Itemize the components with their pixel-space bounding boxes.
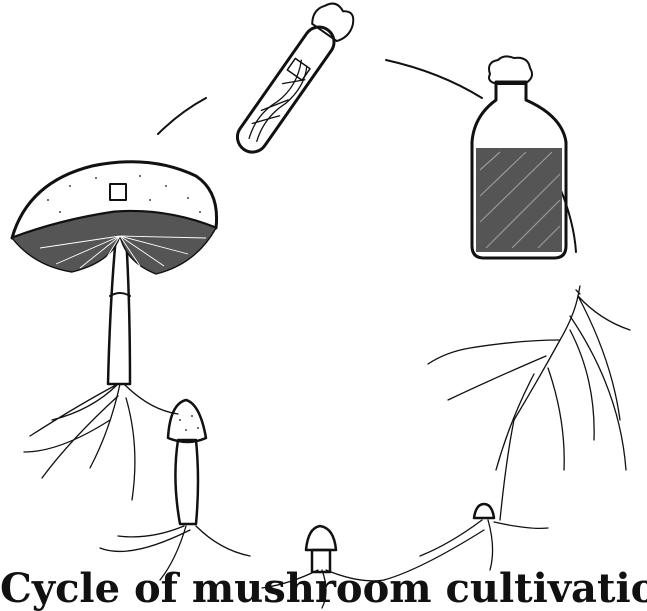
bottle-stopper [489, 56, 532, 84]
button-cap [306, 526, 336, 550]
elongating-mushroom [168, 400, 206, 524]
mature-mushroom [12, 162, 217, 384]
mycelium-network [24, 286, 630, 608]
figure-caption: Cycle of mushroom cultivation [0, 566, 647, 611]
arc-tube-to-bottle [386, 60, 482, 98]
mushroom-stipe [108, 236, 130, 384]
pinhead-primordium [474, 504, 494, 518]
tissue-sample-square [110, 184, 126, 200]
arc-bottle-to-mycelium [560, 188, 576, 252]
arc-mushroom-to-tube [158, 98, 206, 134]
elongating-cap [168, 400, 206, 442]
culture-test-tube [227, 0, 358, 160]
spawn-bottle [472, 56, 566, 258]
